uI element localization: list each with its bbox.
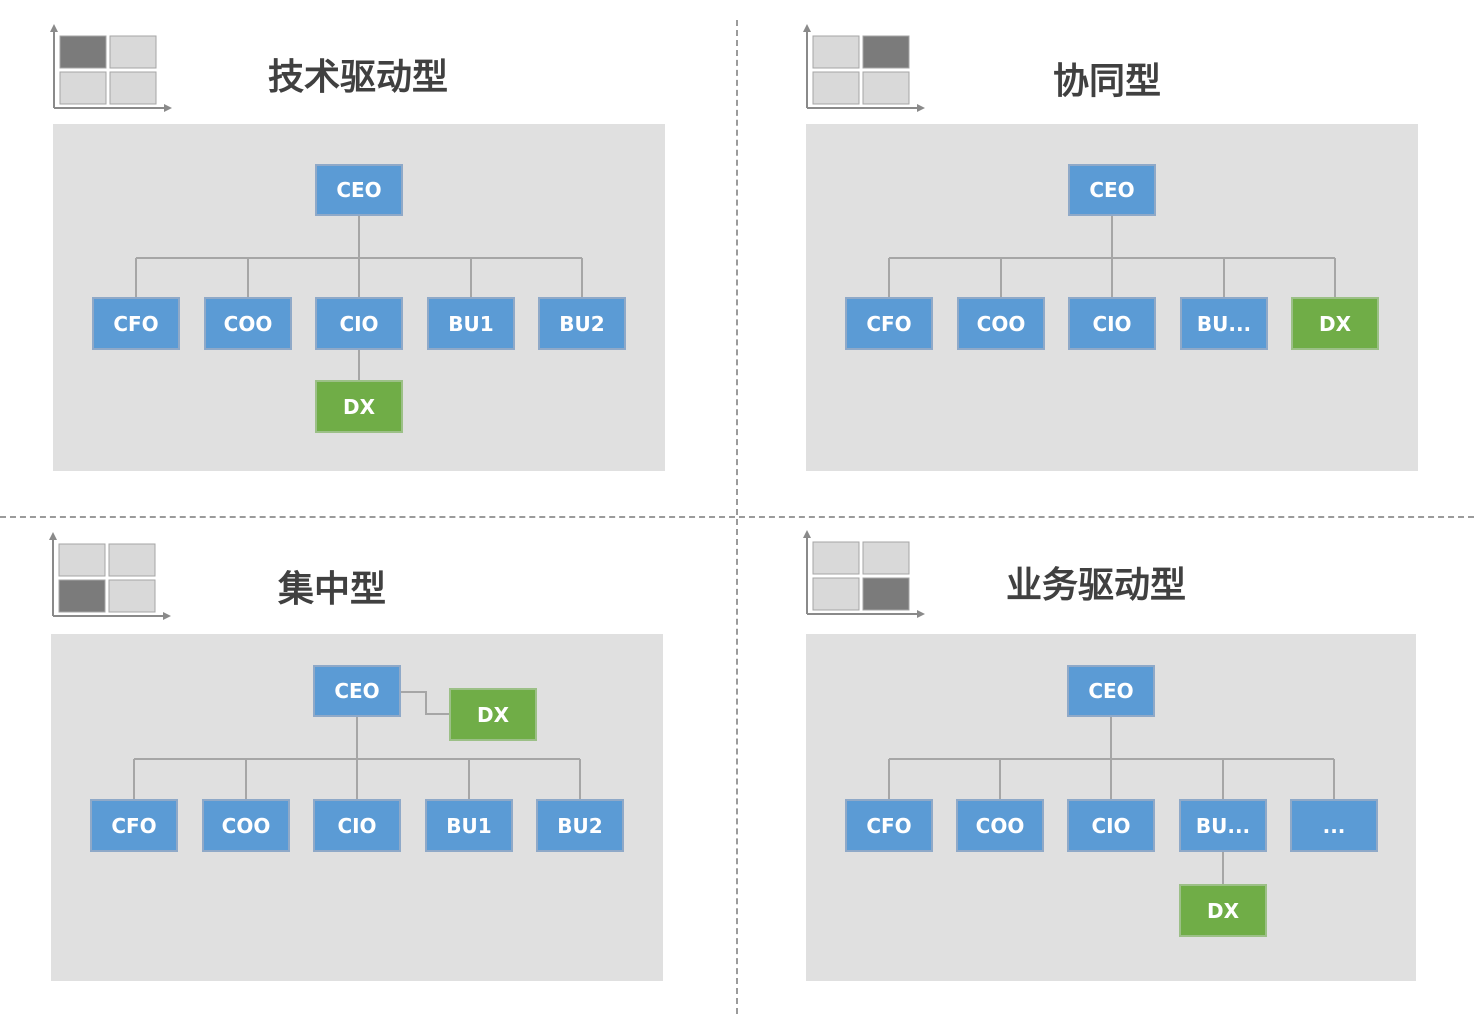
node-cio: CIO — [313, 799, 401, 852]
quadrant-matrix-icon — [803, 24, 925, 112]
node-cfo: CFO — [92, 297, 180, 350]
node-cio: CIO — [1067, 799, 1155, 852]
node-ceo: CEO — [1067, 665, 1155, 717]
quadrant-title: 业务驱动型 — [1006, 565, 1187, 606]
quadrant-title: 技术驱动型 — [268, 57, 449, 98]
node-bu2: BU2 — [538, 297, 626, 350]
node-bu1: BU1 — [425, 799, 513, 852]
node-coo: COO — [956, 799, 1044, 852]
node-cfo: CFO — [90, 799, 178, 852]
org-chart-connectors — [888, 717, 1335, 884]
node-ceo: CEO — [315, 164, 403, 216]
node-cio: CIO — [1068, 297, 1156, 350]
org-chart-connectors — [135, 216, 583, 380]
node-dx: DX — [1179, 884, 1267, 937]
node-ceo: CEO — [313, 665, 401, 717]
node-dx: DX — [449, 688, 537, 741]
org-chart-panel: CEO CFO COO CIO BU... DX — [806, 124, 1418, 471]
node-bu1: BU1 — [427, 297, 515, 350]
node-ceo: CEO — [1068, 164, 1156, 216]
node-bu: BU... — [1180, 297, 1268, 350]
org-chart-connectors — [133, 691, 581, 799]
node-dx: DX — [1291, 297, 1379, 350]
org-chart-panel: CEO CFO COO CIO BU1 BU2 DX — [53, 124, 665, 471]
node-cio: CIO — [315, 297, 403, 350]
node-cfo: CFO — [845, 799, 933, 852]
node-bu2: BU2 — [536, 799, 624, 852]
node-coo: COO — [202, 799, 290, 852]
quadrant-title: 集中型 — [278, 569, 387, 610]
quadrant-title: 协同型 — [1053, 61, 1162, 102]
node-bu: BU... — [1179, 799, 1267, 852]
quadrant-matrix-icon — [50, 24, 172, 112]
quadrant-matrix-icon — [49, 532, 171, 620]
horizontal-divider — [0, 516, 1474, 518]
node-dx: DX — [315, 380, 403, 433]
org-chart-connectors — [888, 216, 1336, 297]
node-more: ... — [1290, 799, 1378, 852]
org-chart-panel: CEO DX CFO COO CIO BU1 BU2 — [51, 634, 663, 981]
org-chart-panel: CEO CFO COO CIO BU... ... DX — [806, 634, 1416, 981]
node-cfo: CFO — [845, 297, 933, 350]
node-coo: COO — [957, 297, 1045, 350]
quadrant-matrix-icon — [803, 530, 925, 618]
node-coo: COO — [204, 297, 292, 350]
